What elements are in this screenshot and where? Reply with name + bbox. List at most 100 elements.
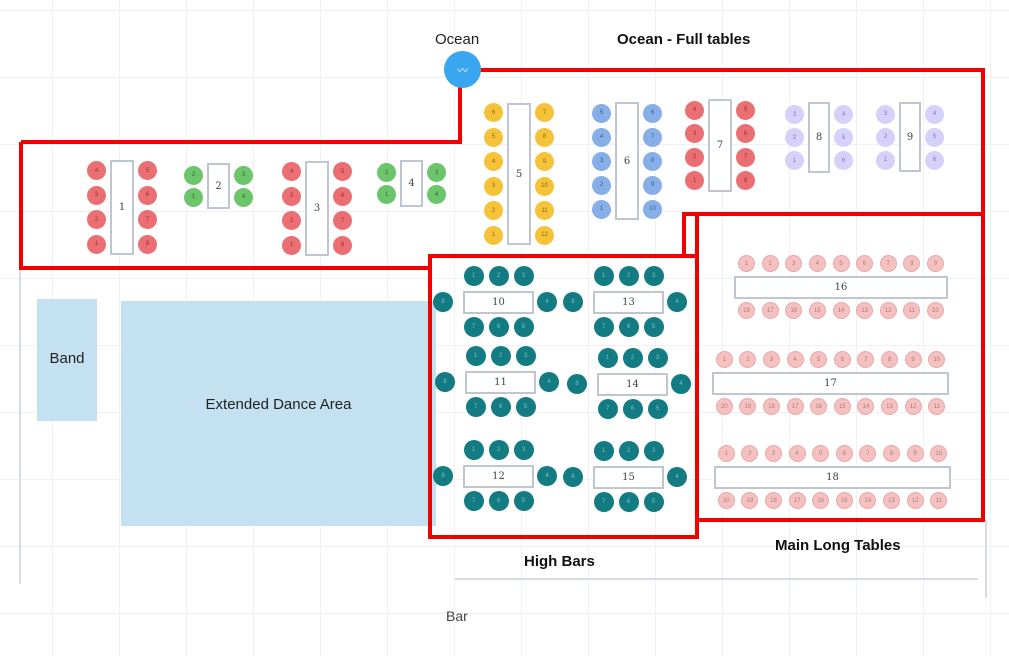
seat[interactable]: 1: [463, 266, 484, 286]
seat[interactable]: 2: [488, 440, 509, 460]
seat[interactable]: 6: [736, 124, 755, 144]
table-11[interactable]: 11: [465, 371, 536, 394]
seat[interactable]: 13: [856, 302, 874, 319]
seat[interactable]: 3: [234, 165, 253, 185]
seat[interactable]: 3: [763, 351, 780, 368]
table-10[interactable]: 10: [463, 291, 534, 314]
seat[interactable]: 7: [736, 147, 755, 167]
seat[interactable]: 2: [685, 147, 704, 167]
seat[interactable]: 7: [463, 491, 484, 511]
seat[interactable]: 12: [535, 225, 554, 245]
seat[interactable]: 4: [667, 292, 687, 312]
table-16[interactable]: 16: [734, 276, 948, 299]
seat[interactable]: 4: [539, 372, 559, 392]
seat[interactable]: 6: [618, 317, 639, 337]
table-3[interactable]: 3: [305, 161, 329, 256]
seat[interactable]: 7: [593, 317, 614, 337]
seat[interactable]: 20: [717, 492, 735, 509]
seat[interactable]: 16: [812, 492, 830, 509]
seat[interactable]: 4: [667, 467, 687, 487]
seat[interactable]: 4: [282, 162, 301, 182]
seat[interactable]: 10: [930, 445, 948, 462]
seat[interactable]: 5: [812, 445, 830, 462]
seat[interactable]: 1: [597, 348, 618, 368]
seat[interactable]: 8: [535, 127, 554, 147]
seat[interactable]: 1: [463, 440, 484, 460]
seat[interactable]: 5: [736, 100, 755, 120]
seat[interactable]: 7: [593, 492, 614, 512]
seat[interactable]: 3: [592, 151, 611, 171]
seat[interactable]: 1: [282, 235, 301, 255]
seat[interactable]: 1: [876, 150, 895, 170]
seat[interactable]: 10: [643, 199, 662, 219]
seat[interactable]: 1: [593, 266, 614, 286]
table-1[interactable]: 1: [110, 160, 134, 255]
seat[interactable]: 15: [833, 398, 851, 415]
seat[interactable]: 5: [647, 399, 668, 419]
seat[interactable]: 4: [427, 185, 446, 204]
seat[interactable]: 9: [904, 351, 922, 368]
seat[interactable]: 6: [484, 103, 503, 123]
seat[interactable]: 20: [715, 398, 733, 415]
seat[interactable]: 11: [903, 302, 921, 319]
seat[interactable]: 3: [282, 186, 301, 206]
seat[interactable]: 18: [765, 492, 782, 509]
seat[interactable]: 9: [926, 255, 944, 272]
seat[interactable]: 7: [138, 210, 157, 230]
seat[interactable]: 1: [465, 346, 486, 366]
seat[interactable]: 17: [761, 302, 779, 319]
seat[interactable]: 6: [856, 255, 874, 272]
seat[interactable]: 1: [738, 255, 756, 272]
seat[interactable]: 13: [881, 398, 898, 415]
table-15[interactable]: 15: [593, 466, 664, 489]
seat[interactable]: 5: [515, 397, 536, 417]
seat[interactable]: 1: [593, 441, 614, 461]
seat[interactable]: 6: [618, 492, 639, 512]
seat[interactable]: 9: [906, 445, 924, 462]
seat[interactable]: 8: [567, 374, 587, 394]
seat[interactable]: 1: [87, 234, 106, 254]
seat[interactable]: 2: [592, 175, 611, 195]
table-4[interactable]: 4: [400, 160, 423, 207]
seat[interactable]: 2: [876, 127, 895, 147]
seat[interactable]: 4: [592, 127, 611, 147]
seat[interactable]: 3: [643, 266, 664, 286]
seat[interactable]: 11: [928, 398, 946, 415]
seat[interactable]: 5: [810, 351, 828, 368]
table-5[interactable]: 5: [507, 103, 531, 245]
seat[interactable]: 6: [488, 317, 509, 337]
table-17[interactable]: 17: [712, 372, 949, 395]
seat[interactable]: 8: [333, 235, 352, 255]
seat[interactable]: 2: [739, 351, 757, 368]
ocean-marker[interactable]: 〰: [444, 51, 481, 88]
seat[interactable]: 7: [333, 211, 352, 231]
seat[interactable]: 6: [835, 445, 853, 462]
seat[interactable]: 4: [671, 374, 691, 394]
seat[interactable]: 2: [618, 266, 639, 286]
seat[interactable]: 3: [785, 255, 803, 272]
table-8[interactable]: 8: [808, 102, 830, 173]
seat[interactable]: 6: [925, 150, 944, 170]
seat[interactable]: 12: [879, 302, 897, 319]
seat[interactable]: 2: [490, 346, 511, 366]
seat[interactable]: 3: [685, 124, 704, 144]
seat[interactable]: 14: [832, 302, 850, 319]
seat[interactable]: 3: [484, 176, 503, 196]
table-7[interactable]: 7: [708, 99, 732, 192]
seat[interactable]: 5: [138, 161, 157, 181]
seat[interactable]: 6: [622, 399, 643, 419]
seat[interactable]: 3: [765, 445, 782, 462]
seat[interactable]: 4: [786, 351, 804, 368]
seat[interactable]: 1: [685, 171, 704, 191]
seat[interactable]: 4: [234, 187, 253, 207]
seat[interactable]: 19: [739, 398, 757, 415]
seat[interactable]: 10: [535, 176, 554, 196]
seat[interactable]: 4: [925, 104, 944, 124]
seat[interactable]: 16: [810, 398, 828, 415]
seat[interactable]: 2: [618, 441, 639, 461]
seat[interactable]: 2: [488, 266, 509, 286]
seat[interactable]: 5: [513, 491, 534, 511]
table-12[interactable]: 12: [463, 465, 534, 488]
seat[interactable]: 5: [484, 127, 503, 147]
seat[interactable]: 5: [592, 103, 611, 123]
